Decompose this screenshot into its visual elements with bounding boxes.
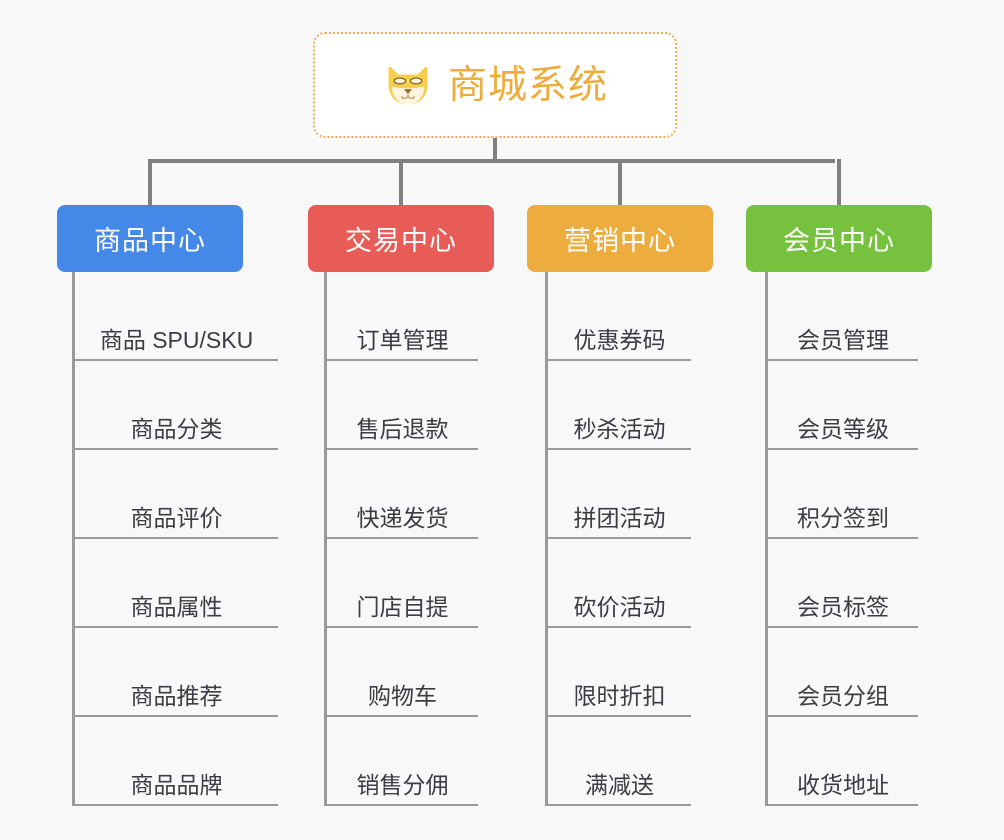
leaf-item[interactable]: 订单管理 (327, 272, 478, 361)
leaf-item-label: 限时折扣 (573, 683, 666, 709)
leaf-item[interactable]: 销售分佣 (327, 717, 478, 806)
leaf-item-label: 订单管理 (356, 327, 449, 353)
leaf-item-label: 会员等级 (797, 416, 889, 442)
leaf-item-label: 商品评价 (130, 505, 223, 531)
connector-horizontal-bus (148, 159, 835, 163)
leaf-item[interactable]: 收货地址 (768, 717, 918, 806)
connector-drop-member-center (837, 159, 841, 207)
category-box-marketing-center[interactable]: 营销中心 (527, 205, 713, 272)
leaf-item-label: 会员标签 (797, 594, 889, 620)
category-box-product-center[interactable]: 商品中心 (57, 205, 243, 272)
leaf-item-label: 门店自提 (356, 594, 449, 620)
leaf-item[interactable]: 商品属性 (75, 539, 278, 628)
leaf-item[interactable]: 售后退款 (327, 361, 478, 450)
connector-drop-product-center (148, 159, 152, 207)
leaf-item[interactable]: 会员管理 (768, 272, 918, 361)
leaf-item-label: 秒杀活动 (573, 416, 666, 442)
leaf-item-label: 商品分类 (130, 416, 223, 442)
leaf-item[interactable]: 积分签到 (768, 450, 918, 539)
leaf-item[interactable]: 会员分组 (768, 628, 918, 717)
category-label: 营销中心 (564, 226, 676, 256)
leaf-item[interactable]: 商品推荐 (75, 628, 278, 717)
leaf-item-label: 收货地址 (797, 772, 889, 798)
leaf-item-label: 会员管理 (797, 327, 889, 353)
leaf-item-label: 商品 SPU/SKU (99, 327, 254, 353)
leaf-item-label: 购物车 (368, 683, 437, 709)
category-box-member-center[interactable]: 会员中心 (746, 205, 932, 272)
category-label: 交易中心 (345, 226, 457, 256)
leaf-item-label: 拼团活动 (573, 505, 666, 531)
leaf-item-label: 快递发货 (356, 505, 449, 531)
leaf-item[interactable]: 商品品牌 (75, 717, 278, 806)
root-title: 商城系统 (447, 63, 608, 107)
leaf-column-member-center: 会员管理会员等级积分签到会员标签会员分组收货地址 (765, 272, 918, 806)
leaf-item-label: 优惠券码 (573, 327, 666, 353)
leaf-item[interactable]: 快递发货 (327, 450, 478, 539)
leaf-column-trade-center: 订单管理售后退款快递发货门店自提购物车销售分佣 (324, 272, 478, 806)
leaf-item-label: 商品品牌 (130, 772, 223, 798)
leaf-item[interactable]: 会员标签 (768, 539, 918, 628)
leaf-item[interactable]: 商品分类 (75, 361, 278, 450)
leaf-item[interactable]: 满减送 (548, 717, 691, 806)
leaf-item[interactable]: 砍价活动 (548, 539, 691, 628)
leaf-item[interactable]: 拼团活动 (548, 450, 691, 539)
leaf-item-label: 积分签到 (797, 505, 889, 531)
connector-drop-marketing-center (618, 159, 622, 207)
connector-root-stem (493, 138, 497, 162)
leaf-column-product-center: 商品 SPU/SKU 商品分类商品评价商品属性商品推荐商品品牌 (72, 272, 278, 806)
leaf-item[interactable]: 限时折扣 (548, 628, 691, 717)
connector-drop-trade-center (399, 159, 403, 207)
leaf-item[interactable]: 秒杀活动 (548, 361, 691, 450)
leaf-item[interactable]: 门店自提 (327, 539, 478, 628)
leaf-item-label: 满减送 (585, 772, 654, 798)
category-box-trade-center[interactable]: 交易中心 (308, 205, 494, 272)
leaf-item-label: 会员分组 (797, 683, 889, 709)
leaf-column-marketing-center: 优惠券码秒杀活动拼团活动砍价活动限时折扣满减送 (545, 272, 691, 806)
leaf-item[interactable]: 会员等级 (768, 361, 918, 450)
leaf-item-label: 售后退款 (356, 416, 449, 442)
category-label: 商品中心 (94, 226, 206, 256)
leaf-item-label: 商品推荐 (130, 683, 223, 709)
leaf-item-label: 商品属性 (130, 594, 223, 620)
leaf-item[interactable]: 购物车 (327, 628, 478, 717)
leaf-item-label: 销售分佣 (356, 772, 449, 798)
category-label: 会员中心 (783, 226, 895, 256)
leaf-item[interactable]: 商品评价 (75, 450, 278, 539)
leaf-item[interactable]: 商品 SPU/SKU (75, 272, 278, 361)
root-node[interactable]: 商城系统 (313, 32, 677, 138)
dog-face-icon (388, 67, 428, 105)
leaf-item-label: 砍价活动 (573, 594, 666, 620)
leaf-item[interactable]: 优惠券码 (548, 272, 691, 361)
